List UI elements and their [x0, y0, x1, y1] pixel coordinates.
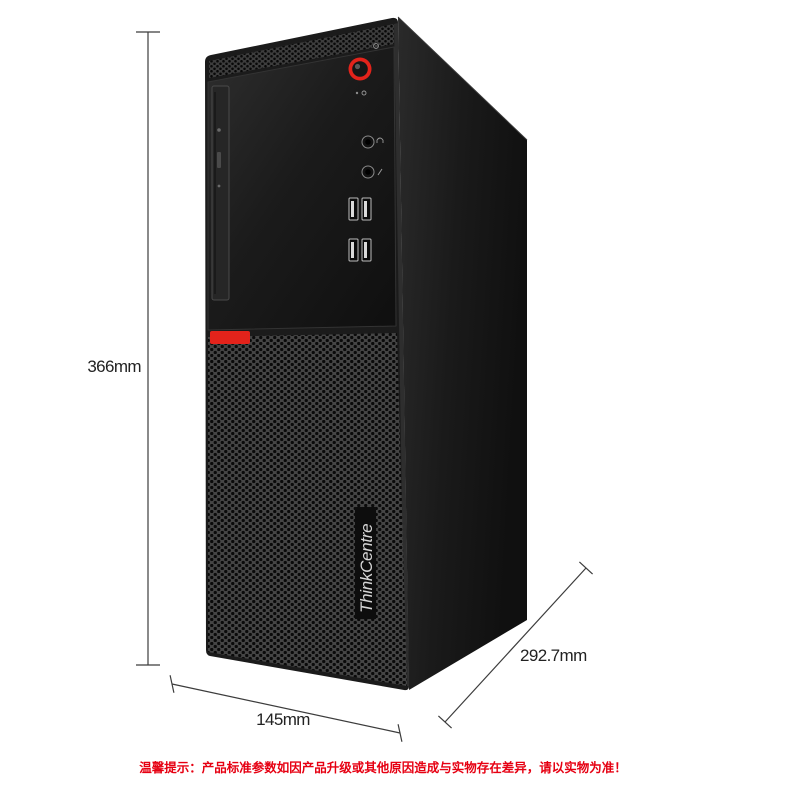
usb-port-tongue	[364, 201, 367, 217]
red-accent-tab	[210, 331, 250, 344]
optical-drive-tray[interactable]	[211, 85, 230, 301]
side-panel-top-edge	[397, 16, 528, 141]
eject-icon[interactable]	[217, 128, 221, 132]
headphone-jack-hole[interactable]	[365, 139, 371, 145]
power-button[interactable]	[348, 57, 372, 81]
front-mesh-grille	[208, 333, 407, 686]
desktop-tower: ThinkCentre	[205, 16, 528, 691]
logo-backplate	[355, 507, 376, 619]
usb-port-tongue	[364, 242, 367, 258]
status-led	[355, 91, 359, 95]
width-dimension-cap-left	[169, 675, 175, 693]
usb-port[interactable]	[361, 238, 372, 262]
depth-dimension-label: 292.7mm	[520, 646, 587, 665]
depth-dimension-cap-bottom	[437, 715, 453, 729]
front-panel-edge	[394, 23, 409, 686]
power-button-highlight	[354, 63, 361, 70]
brand-lettering: ThinkCentre	[357, 524, 376, 613]
headphone-icon	[376, 137, 384, 143]
usb-port[interactable]	[361, 197, 372, 221]
power-led-icon	[373, 43, 379, 49]
eject-button[interactable]	[217, 152, 221, 168]
usb-port-tongue	[351, 242, 354, 258]
front-bezel	[207, 46, 397, 331]
disclaimer-notice: 温馨提示：产品标准参数如因产品升级或其他原因造成与实物存在差异，请以实物为准！	[139, 760, 627, 775]
headphone-jack[interactable]	[361, 135, 384, 149]
width-dimension	[169, 675, 403, 742]
drive-activity-led-icon	[217, 184, 221, 188]
depth-dimension-line	[444, 567, 587, 723]
optical-drive-bay[interactable]	[211, 85, 230, 301]
width-dimension-line	[171, 683, 401, 734]
usb-port[interactable]	[348, 197, 359, 221]
microphone-jack-hole[interactable]	[365, 169, 371, 175]
tower-side-panel	[398, 17, 527, 690]
microphone-jack[interactable]	[361, 165, 383, 179]
microphone-icon	[377, 168, 383, 176]
usb-port-group-top	[348, 197, 372, 221]
thinkcentre-logo: ThinkCentre	[355, 507, 376, 619]
height-dimension-label: 366mm	[87, 357, 141, 376]
usb-port-tongue	[351, 201, 354, 217]
width-dimension-cap-right	[397, 724, 403, 742]
hdd-led-icon	[361, 90, 367, 96]
depth-dimension-cap-top	[578, 561, 594, 575]
power-icon[interactable]	[352, 61, 368, 77]
front-top-vent	[209, 24, 394, 78]
usb-port-group-bottom	[348, 238, 372, 262]
usb-port[interactable]	[348, 238, 359, 262]
width-dimension-label: 145mm	[256, 710, 310, 729]
height-dimension	[136, 31, 160, 666]
depth-dimension	[437, 561, 594, 729]
